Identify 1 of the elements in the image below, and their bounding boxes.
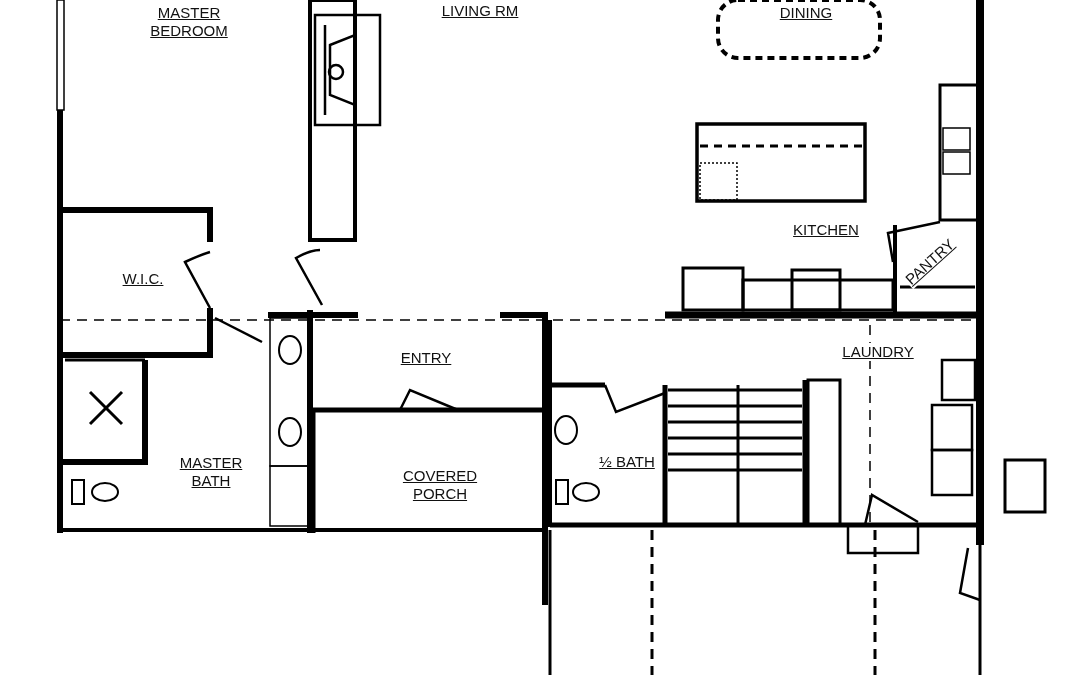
room-label: LAUNDRY <box>841 343 915 361</box>
